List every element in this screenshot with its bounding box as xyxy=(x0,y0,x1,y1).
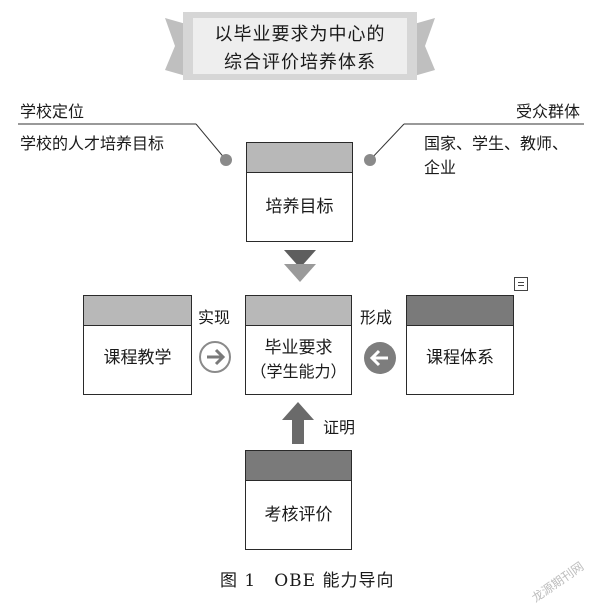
form-label: 形成 xyxy=(360,308,393,327)
graduation-box-label-line2: （学生能力） xyxy=(250,362,347,381)
right-info-heading: 受众群体 xyxy=(515,102,580,121)
menu-icon-line1 xyxy=(518,282,524,283)
goal-box-header xyxy=(247,143,352,173)
right-arrow-circle-icon xyxy=(199,341,231,373)
realize-label: 实现 xyxy=(198,308,231,327)
down-arrow-icon xyxy=(284,250,316,282)
left-info-text: 学校的人才培养目标 xyxy=(20,134,165,153)
banner-title-line2: 综合评价培养体系 xyxy=(224,52,376,73)
right-info-text-line1: 国家、学生、教师、 xyxy=(424,134,569,153)
title-banner: 以毕业要求为中心的 综合评价培养体系 xyxy=(165,6,435,86)
curriculum-box: 课程体系 xyxy=(406,295,514,395)
banner-ribbon-shape xyxy=(165,12,435,80)
teaching-box-header xyxy=(84,296,191,326)
right-info-text-line2: 企业 xyxy=(424,158,457,177)
left-arrow-circle-icon xyxy=(364,342,396,374)
left-info-heading: 学校定位 xyxy=(20,102,85,121)
prove-label: 证明 xyxy=(323,418,356,437)
figure-caption: 图 1 OBE 能力导向 xyxy=(220,571,395,591)
graduation-requirements-box: 毕业要求 （学生能力） xyxy=(245,295,352,395)
goal-box: 培养目标 xyxy=(246,142,353,242)
menu-icon-line2 xyxy=(518,285,524,286)
teaching-box-label: 课程教学 xyxy=(103,348,172,368)
assessment-box-label: 考核评价 xyxy=(264,505,333,525)
menu-icon[interactable] xyxy=(514,277,528,291)
curriculum-box-label: 课程体系 xyxy=(426,348,494,368)
up-arrow-icon xyxy=(282,402,314,444)
assessment-box: 考核评价 xyxy=(245,450,352,550)
assessment-box-header xyxy=(246,451,351,481)
banner-title-line1: 以毕业要求为中心的 xyxy=(214,24,386,45)
graduation-box-label-line1: 毕业要求 xyxy=(264,338,333,358)
teaching-box: 课程教学 xyxy=(83,295,192,395)
curriculum-box-header xyxy=(407,296,513,326)
graduation-box-header xyxy=(246,296,351,326)
goal-box-label: 培养目标 xyxy=(265,197,334,217)
